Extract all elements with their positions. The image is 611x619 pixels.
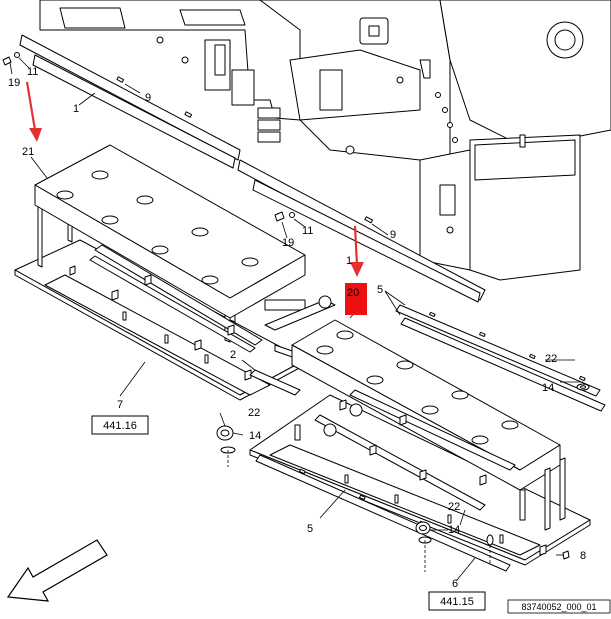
callout-5a: 5	[377, 284, 383, 296]
reference-left-text: 441.16	[103, 420, 137, 432]
callout-19b: 19	[282, 237, 294, 249]
reference-box-right: 441.15	[428, 591, 486, 611]
reference-right-text: 441.15	[440, 596, 474, 608]
callout-5b: 5	[307, 523, 313, 535]
callout-22b: 22	[545, 353, 557, 365]
figure-id-text: 83740052_000_01	[521, 602, 596, 612]
arrow-right-head	[350, 262, 364, 277]
upper-strip-left	[2, 34, 241, 169]
callout-9b: 9	[390, 229, 396, 241]
callout-11b: 11	[302, 225, 313, 237]
upper-strip-right	[237, 159, 486, 303]
callout-9a: 9	[145, 92, 151, 104]
reference-box-left: 441.16	[91, 415, 149, 435]
callout-14c: 14	[448, 524, 460, 536]
callout-labels: 19 11 1 9 21 19 11 9 1 20 5 2 7 22 14 22…	[8, 66, 586, 590]
callout-20: 20	[347, 287, 359, 299]
callout-7: 7	[117, 399, 123, 411]
figure-id-box: 83740052_000_01	[507, 599, 611, 614]
right-long-strips	[395, 304, 606, 412]
callout-6: 6	[452, 578, 458, 590]
callout-22c: 22	[448, 501, 460, 513]
callout-19a: 19	[8, 77, 20, 89]
arrow-left-head	[29, 128, 42, 142]
callout-21: 21	[22, 146, 34, 158]
arrow-left-shaft	[25, 81, 37, 131]
callout-1a: 1	[73, 103, 79, 115]
left-plate-assembly	[14, 144, 336, 401]
callout-11a: 11	[27, 66, 38, 78]
callout-14a: 14	[249, 430, 261, 442]
callout-1b: 1	[346, 255, 352, 267]
highlight-box-20	[345, 283, 367, 315]
chassis-frame	[39, 0, 611, 281]
direction-arrow-icon	[6, 539, 108, 602]
callout-2: 2	[230, 349, 236, 361]
callout-22a: 22	[248, 407, 260, 419]
nuts-and-washers	[216, 383, 590, 560]
arrow-right-shaft	[353, 225, 359, 266]
leader-lines	[9, 57, 583, 581]
callout-14b: 14	[542, 382, 554, 394]
callout-8: 8	[580, 550, 586, 562]
red-arrows	[25, 81, 364, 277]
right-plate-assembly	[249, 319, 591, 566]
